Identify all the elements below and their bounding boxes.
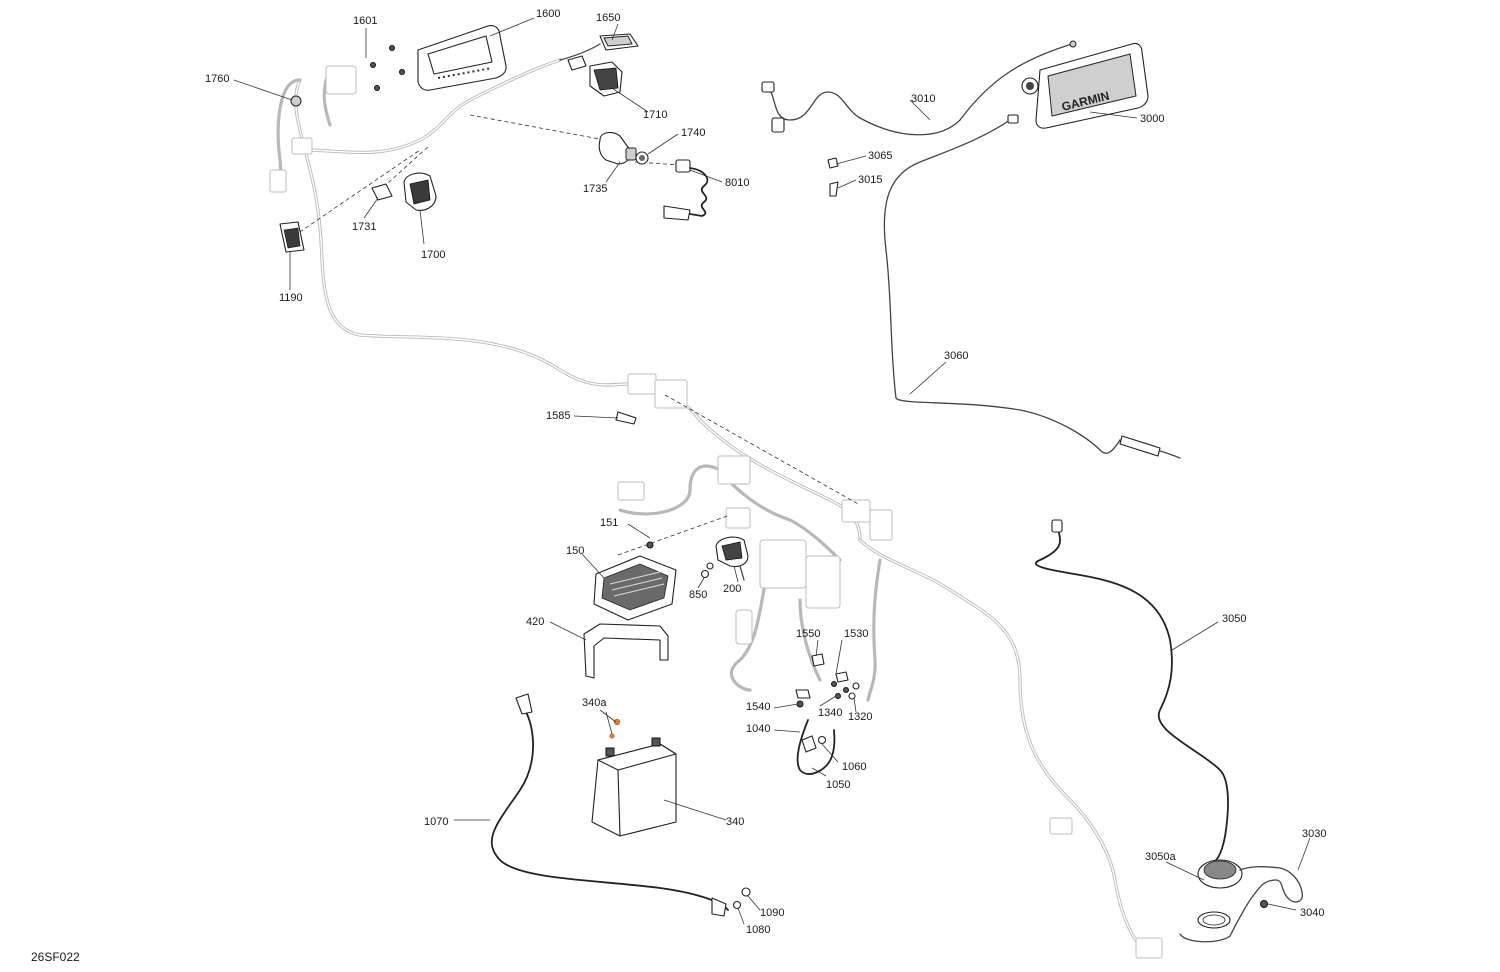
callout-1050: 1050 <box>826 779 850 791</box>
part-3015-fastener <box>829 181 839 197</box>
part-1540-terminal <box>795 689 811 699</box>
callout-420: 420 <box>526 616 544 628</box>
callout-151: 151 <box>600 517 618 529</box>
callout-1340: 1340 <box>818 707 842 719</box>
part-850-nut <box>700 562 714 579</box>
part-1731-relay <box>371 183 393 201</box>
part-1650-connector <box>559 33 639 61</box>
callout-150: 150 <box>566 545 584 557</box>
part-1080-washer <box>732 900 742 910</box>
part-1530-fuse-holder <box>835 671 849 683</box>
part-151-screw <box>646 541 654 549</box>
part-1090-nut <box>741 887 751 897</box>
callout-3010: 3010 <box>911 93 935 105</box>
part-1550-fuse <box>811 653 825 667</box>
part-1710-switch <box>567 55 623 97</box>
part-1760-grommet <box>290 95 302 107</box>
callout-850: 850 <box>689 589 707 601</box>
callout-1550: 1550 <box>796 628 820 640</box>
part-3065-fastener <box>827 157 839 169</box>
part-3050a-gasket <box>1197 859 1243 929</box>
callout-200: 200 <box>723 583 741 595</box>
callout-3050a: 3050a <box>1145 851 1176 863</box>
part-340-battery <box>591 737 677 837</box>
callout-3065: 3065 <box>868 150 892 162</box>
callout-1585: 1585 <box>546 410 570 422</box>
part-1070-battery-cable <box>490 693 729 917</box>
part-1601-screws <box>370 45 405 91</box>
part-1600-display-cluster <box>417 25 507 91</box>
callout-1710: 1710 <box>643 109 667 121</box>
callout-1070: 1070 <box>424 816 448 828</box>
part-3040-screw <box>1260 900 1268 908</box>
part-3010-power-cable <box>761 40 1077 136</box>
callout-3040: 3040 <box>1300 907 1324 919</box>
callout-1600: 1600 <box>536 8 560 20</box>
callout-1090: 1090 <box>760 907 784 919</box>
callout-1530: 1530 <box>844 628 868 640</box>
callout-1320: 1320 <box>848 711 872 723</box>
part-150-regulator <box>593 555 677 621</box>
callout-1731: 1731 <box>352 221 376 233</box>
callout-1650: 1650 <box>596 12 620 24</box>
main-wiring-harness <box>269 58 1163 959</box>
callout-1080: 1080 <box>746 924 770 936</box>
part-8010-coil-cord <box>663 159 709 221</box>
part-1060-washer <box>817 735 827 745</box>
part-1190-connector <box>279 221 305 253</box>
part-3000-garmin-display: GARMIN <box>1021 42 1149 129</box>
part-1340-bolts <box>831 681 849 699</box>
callout-1735: 1735 <box>583 183 607 195</box>
part-1585-clip <box>615 411 637 425</box>
callout-1040: 1040 <box>746 723 770 735</box>
part-3030-bracket-cable <box>1179 866 1303 943</box>
callout-labels: 1601 1600 1650 1760 1710 1740 1735 8010 … <box>205 8 1326 936</box>
leader-lines <box>233 17 1311 925</box>
callout-1060: 1060 <box>842 761 866 773</box>
callout-3015: 3015 <box>858 174 882 186</box>
callout-3060: 3060 <box>944 350 968 362</box>
part-1320-nuts <box>848 682 860 700</box>
part-3060-transducer-cable <box>883 114 1181 459</box>
callout-1540: 1540 <box>746 701 770 713</box>
part-200-starter-solenoid <box>715 536 749 581</box>
callout-8010: 8010 <box>725 177 749 189</box>
callout-3000: 3000 <box>1140 113 1164 125</box>
callout-340a: 340a <box>582 697 607 709</box>
callout-3050: 3050 <box>1222 613 1246 625</box>
part-340a-highlight <box>613 718 621 726</box>
part-420-battery-strap <box>583 623 669 679</box>
part-1735-lamp <box>598 131 637 165</box>
callout-3030: 3030 <box>1302 828 1326 840</box>
callout-1190: 1190 <box>279 292 303 304</box>
callout-1601: 1601 <box>353 15 377 27</box>
part-1740-socket <box>635 151 649 165</box>
callout-1740: 1740 <box>681 127 705 139</box>
part-1050-ground-cable <box>796 719 836 775</box>
callout-1700: 1700 <box>421 249 445 261</box>
part-3050-antenna-cable <box>1035 519 1229 861</box>
part-1700-switch-housing <box>403 172 437 211</box>
callout-1760: 1760 <box>205 73 229 85</box>
callout-340: 340 <box>726 816 744 828</box>
figure-code: 26SF022 <box>31 950 80 964</box>
part-340a-vent <box>609 718 621 739</box>
